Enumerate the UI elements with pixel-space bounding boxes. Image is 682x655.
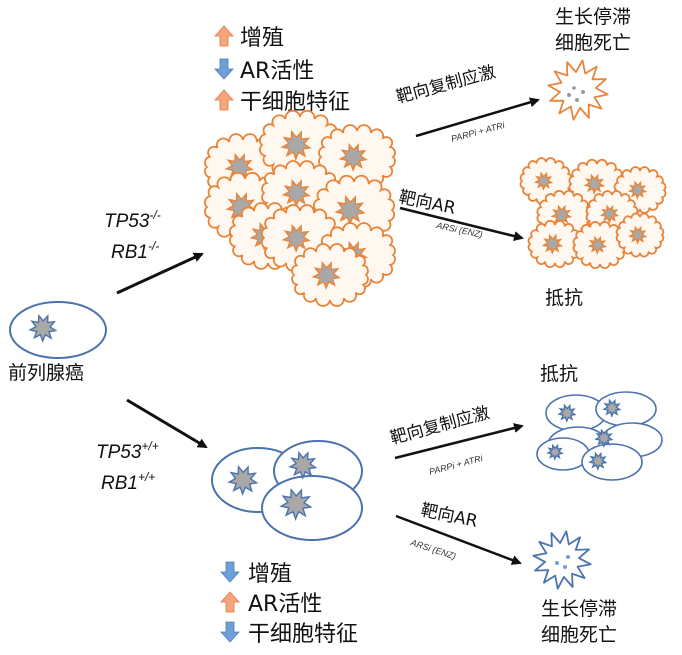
nucleus-icon [599,204,620,224]
top-feature-label-2: AR活性 [240,59,314,84]
top-therapy1-arrow [415,97,540,138]
branch-arrow-bottom [126,398,208,449]
top-tumor-cluster [204,109,396,307]
nucleus-icon [338,142,368,172]
top-outcome1-line2: 细胞死亡 [555,32,631,54]
tumor-cell [291,243,369,307]
bottom-therapy1-arrow [394,423,524,460]
tumor-cell [572,220,628,270]
nucleus-icon [627,180,648,200]
top-resistant-cluster [519,157,667,270]
nucleus-icon [587,235,608,255]
nucleus-icon [281,178,311,208]
bottom-resistant-cluster [536,391,663,481]
top-genotype-rb1: RB1-/- [111,239,159,263]
tumor-cell [615,212,665,258]
top-therapy2-arrow [399,206,524,241]
nucleus-icon [311,260,341,290]
bottom-genotype-tp53: TP53+/+ [96,439,159,463]
nucleus-icon [334,194,366,226]
nucleus-icon [28,313,58,343]
branch-arrow-top [116,252,204,295]
top-dying-cell [547,59,609,121]
nucleus-icon [541,233,564,255]
bottom-dying-cell [532,530,592,590]
tumor-cell [318,124,396,190]
bottom-outcome2-line1: 生长停滞 [541,598,617,620]
bottom-outcome1: 抵抗 [540,363,578,385]
nucleus-icon [557,403,577,423]
origin-cell [9,301,107,359]
bottom-genotype-rb1: RB1+/+ [101,470,155,494]
bottom-outcome2-line2: 细胞死亡 [541,624,617,646]
top-genotype-tp53: TP53-/- [104,208,161,232]
top-outcome2: 抵抗 [545,287,583,309]
top-feature-arrow-1 [214,25,234,47]
nucleus-icon [546,443,564,461]
top-feature-label-1: 增殖 [240,26,284,51]
nucleus-icon [227,464,259,496]
nucleus-icon [583,173,606,195]
origin-label: 前列腺癌 [8,362,84,384]
top-feature-arrow-2 [214,58,234,80]
tumor-cell [527,219,583,269]
nucleus-icon [533,171,554,191]
bottom-feature-arrow-2 [220,591,240,613]
top-outcome1-line1: 生长停滞 [555,6,631,28]
bottom-feature-label-1: 增殖 [248,562,292,587]
bottom-therapy2-drug: ARSi (ENZ) [408,537,457,561]
bottom-feature-label-3: 干细胞特征 [248,622,358,647]
top-feature-list: 增殖 AR活性 干细胞特征 [214,25,350,115]
bottom-tumor-cluster [211,440,363,541]
nucleus-icon [602,398,622,418]
nucleus-icon [550,204,573,226]
bottom-feature-label-2: AR活性 [248,592,322,617]
bottom-feature-list: 增殖 AR活性 干细胞特征 [220,561,358,647]
nucleus-icon [588,451,608,471]
bottom-feature-arrow-3 [220,621,240,643]
bottom-feature-arrow-1 [220,561,240,583]
nucleus-icon [288,450,318,480]
bottom-therapy1-label: 靶向复制应激 [388,403,492,449]
nucleus-icon [281,223,311,253]
bottom-therapy2-arrow [395,514,522,565]
top-therapy1-label: 靶向复制应激 [394,62,498,108]
top-feature-arrow-3 [214,89,234,111]
nucleus-icon [628,225,648,245]
nucleus-icon [594,428,614,448]
bottom-therapy1-drug: PARPi + ATRi [428,453,485,477]
nucleus-icon [280,129,312,161]
nucleus-icon [279,487,313,521]
